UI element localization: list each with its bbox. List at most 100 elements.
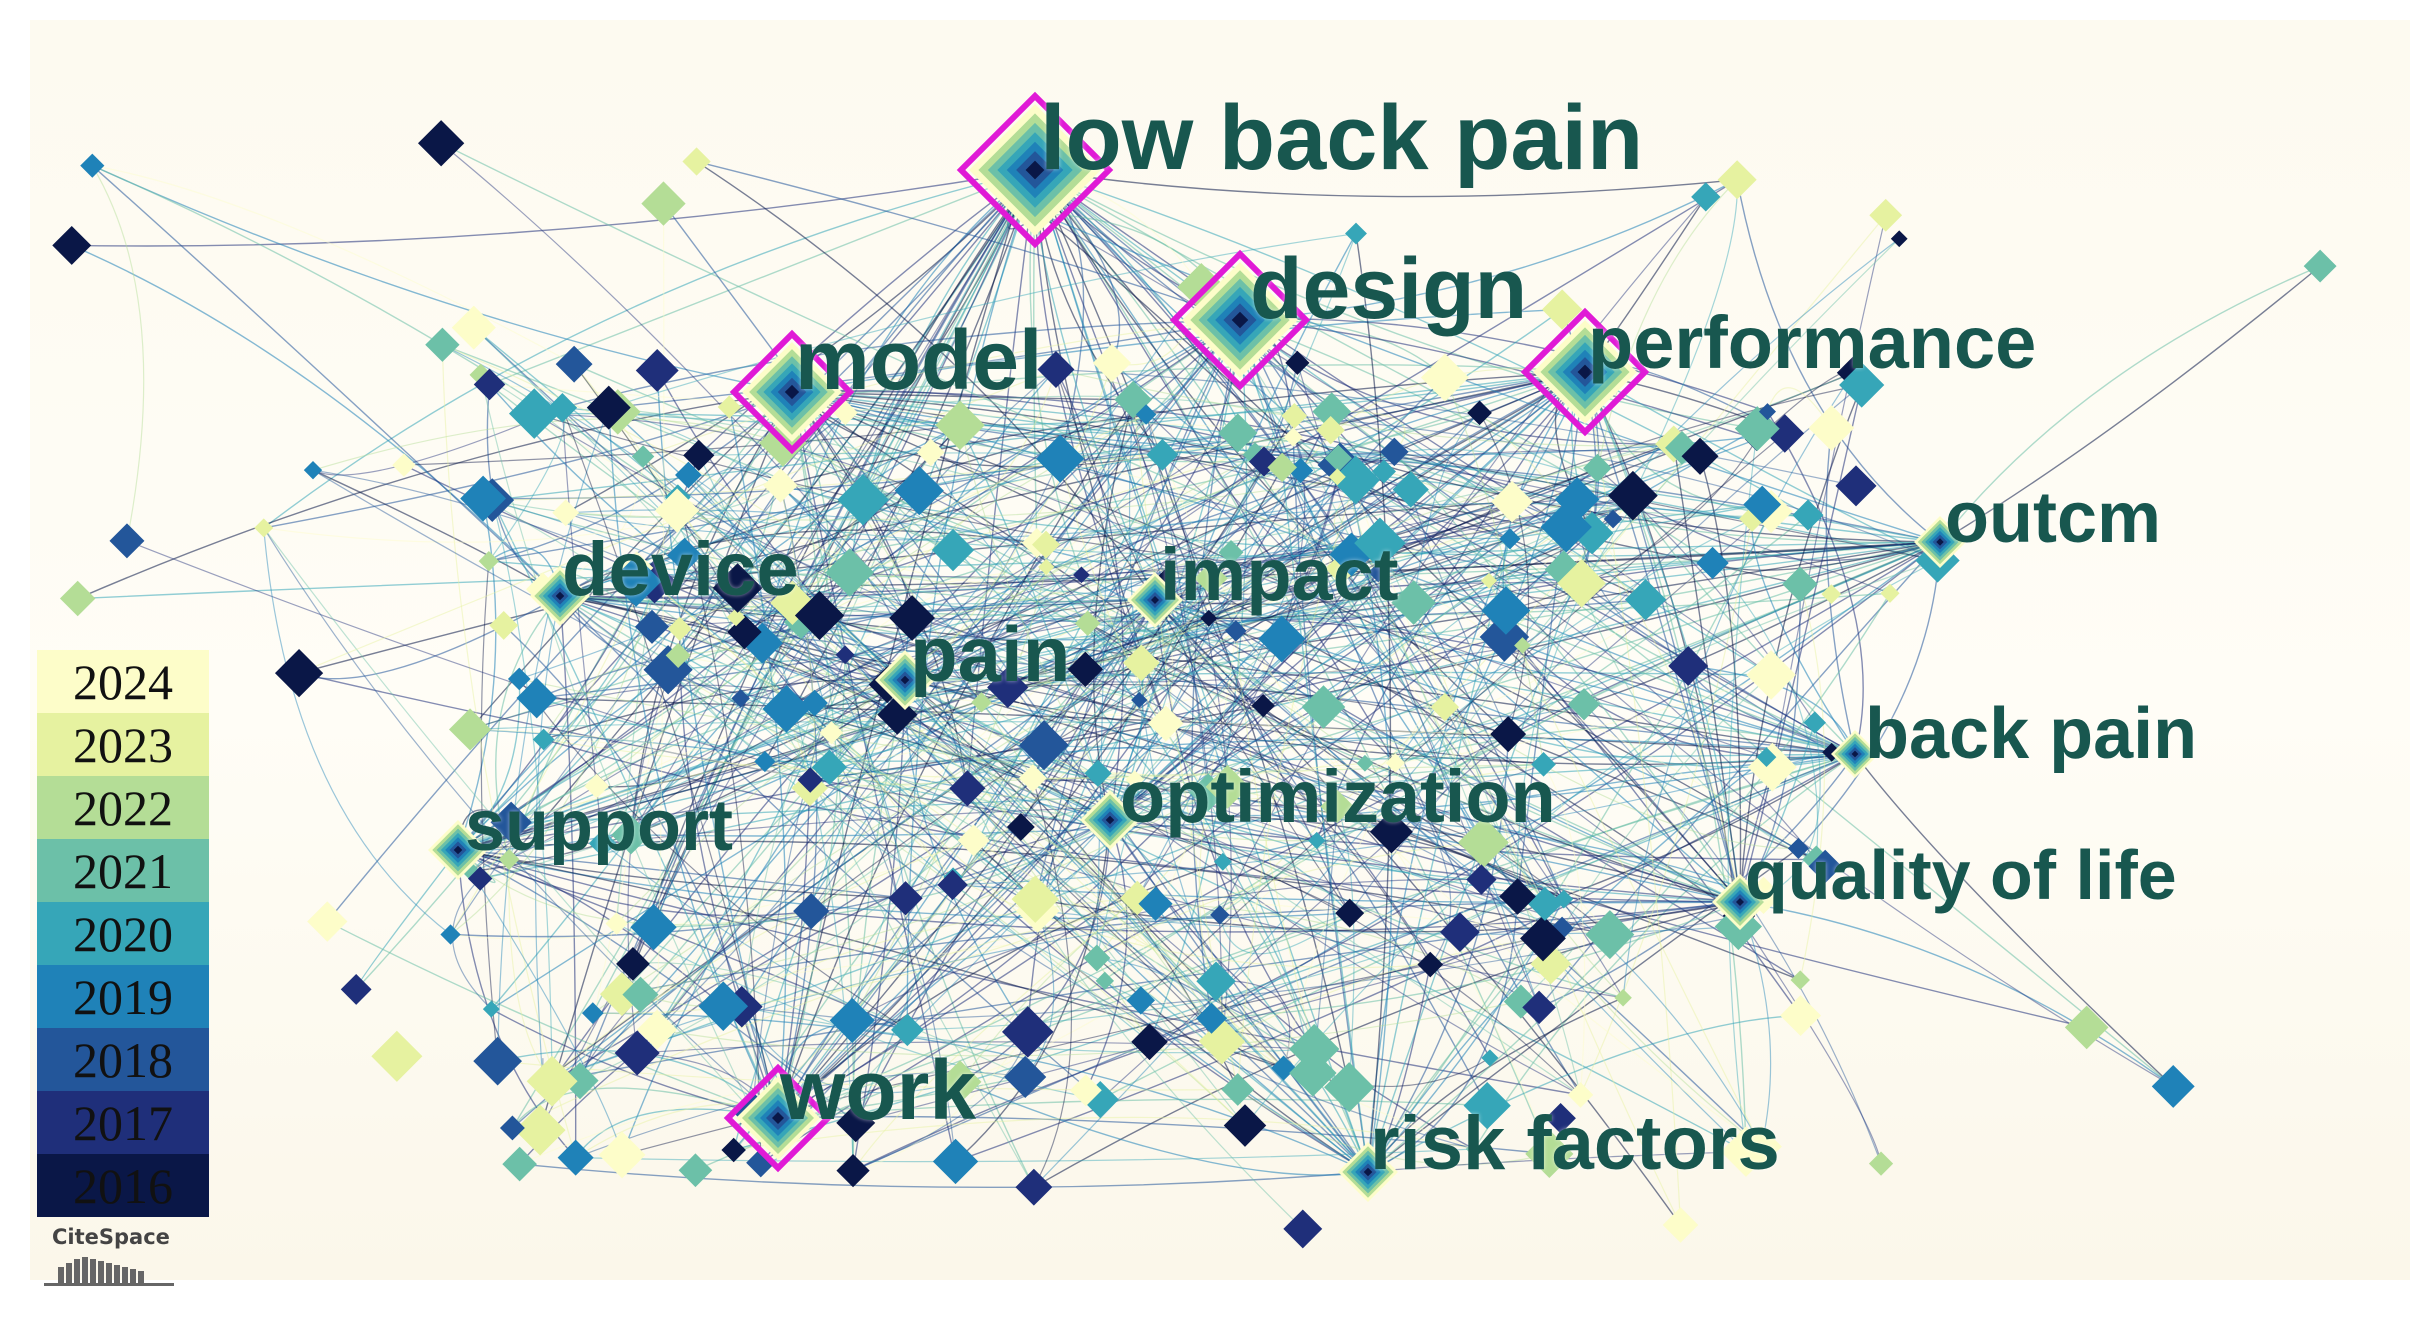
keyword-node: [1194, 561, 1228, 596]
network-edge: [852, 679, 906, 1171]
keyword-node: [1746, 650, 1796, 700]
keyword-node: [1225, 620, 1247, 642]
keyword-node: [1479, 612, 1530, 662]
keyword-node: [797, 767, 823, 793]
network-edge: [1739, 901, 2174, 1087]
network-edge: [677, 654, 1150, 1043]
keyword-node: [1481, 1049, 1499, 1067]
network-edge: [1219, 912, 1351, 931]
network-edge: [777, 912, 1350, 1119]
network-edge: [1739, 384, 1863, 903]
keyword-node: [1481, 572, 1498, 589]
keyword-node: [1125, 770, 1145, 790]
keyword-node: [1385, 753, 1405, 773]
network-edge: [741, 577, 1212, 1008]
keyword-node: [667, 537, 703, 573]
keyword-node: [1301, 685, 1346, 729]
keyword-node: [1114, 380, 1153, 419]
network-edge: [92, 165, 793, 393]
network-edge: [1155, 903, 1522, 1003]
network-edge: [503, 624, 779, 1119]
network-edge: [1379, 542, 1582, 1096]
network-edge: [1111, 362, 1223, 1042]
network-edge: [777, 819, 1111, 1119]
keyword-node: [1067, 651, 1104, 688]
network-edge: [1161, 454, 1739, 928]
network-edge: [851, 566, 1047, 1021]
network-edge: [457, 714, 898, 851]
network-edge: [533, 413, 913, 619]
keyword-node: [1420, 353, 1469, 402]
network-edge: [1751, 518, 1856, 755]
network-edge: [1109, 609, 1507, 821]
burst-outline: [1520, 307, 1650, 437]
network-edge: [1378, 541, 1941, 574]
network-edge: [1145, 414, 1392, 833]
network-edge: [1459, 753, 1856, 933]
network-edge: [728, 406, 1741, 903]
network-edge: [630, 753, 1856, 837]
node-ring: [1577, 364, 1593, 380]
keyword-node: [460, 475, 506, 522]
keyword-node: [971, 692, 992, 713]
network-edge: [1104, 630, 1237, 982]
network-edge: [559, 595, 1832, 754]
keyword-node: [1531, 751, 1556, 777]
network-edge: [1367, 1014, 1801, 1173]
keyword-node: [932, 1138, 979, 1185]
network-edge: [482, 498, 1039, 912]
node-ring: [1851, 750, 1859, 758]
keyword-node: [1011, 875, 1060, 923]
network-edge: [1632, 498, 1741, 903]
network-edge: [1109, 233, 1357, 821]
network-edge: [1109, 819, 1369, 1173]
network-edge: [1712, 541, 1941, 571]
network-edge: [575, 1071, 1026, 1159]
network-edge: [1516, 505, 1633, 897]
network-edge: [904, 179, 1738, 681]
keyword-node: [1308, 831, 1326, 850]
keyword-node: [957, 824, 990, 857]
keyword-node: [610, 555, 662, 607]
keyword-node: [1018, 764, 1047, 793]
network-edge: [263, 527, 451, 935]
keyword-node: [726, 608, 746, 627]
network-edge: [579, 580, 1165, 1082]
network-edge: [77, 391, 793, 600]
network-edge: [543, 738, 1365, 780]
keyword-node: [1371, 459, 1396, 484]
keyword-node: [783, 605, 818, 640]
network-edge: [1039, 213, 1772, 676]
network-edge: [1296, 362, 1540, 1008]
network-edge: [741, 452, 932, 1007]
node-ring: [1151, 596, 1159, 604]
network-edge: [678, 654, 1509, 735]
network-edge: [1367, 532, 1593, 1173]
network-edge: [559, 412, 846, 597]
keyword-node: [1567, 688, 1601, 721]
keyword-node: [254, 518, 274, 538]
keyword-node: [1380, 437, 1409, 467]
network-edge: [91, 165, 145, 541]
logo-text: CiteSpace: [52, 1225, 170, 1249]
label-pain: pain: [910, 610, 1071, 698]
network-edge: [1020, 826, 1223, 1042]
network-edge: [450, 839, 974, 940]
keyword-node: [1345, 222, 1367, 245]
network-edge: [512, 903, 1156, 1129]
network-edge: [1281, 467, 1540, 1008]
keyword-node: [1271, 1055, 1297, 1081]
keyword-node: [1821, 584, 1842, 605]
keyword-node: [498, 848, 520, 870]
keyword-node: [754, 750, 776, 773]
keyword-node: [717, 395, 741, 419]
network-edge: [791, 308, 1563, 393]
keyword-node: [1122, 644, 1160, 682]
network-edge: [1939, 265, 2321, 543]
keyword-node: [636, 1009, 678, 1050]
network-edge: [263, 169, 1036, 529]
node-ring: [555, 591, 565, 601]
network-edge: [1207, 371, 1586, 793]
network-edge: [1699, 456, 1742, 903]
